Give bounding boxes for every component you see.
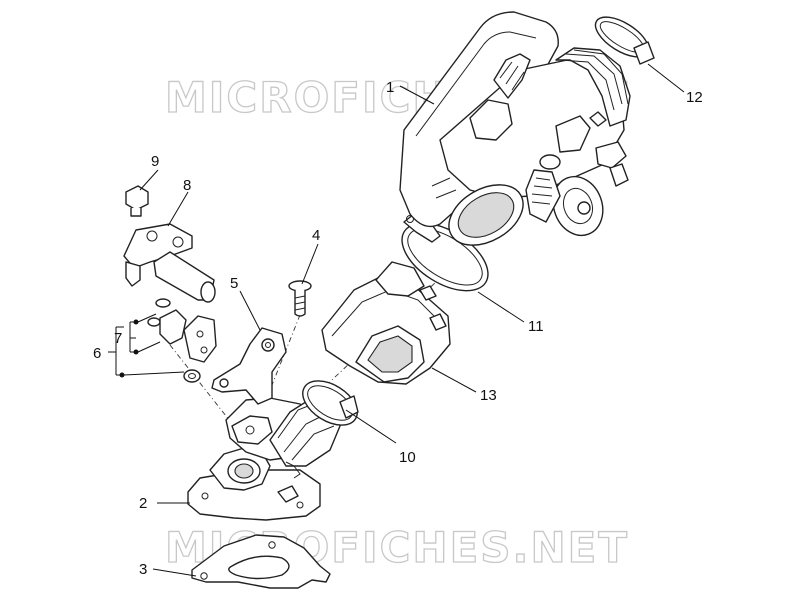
part-bolt	[288, 280, 312, 317]
callout-12: 12	[686, 89, 703, 106]
part-gasket	[191, 534, 331, 589]
callout-6: 6	[93, 345, 101, 362]
part-bracket	[211, 327, 287, 405]
assembly-axis-bolt	[257, 314, 301, 421]
callout-2: 2	[139, 495, 147, 512]
part-clamp-small	[594, 16, 655, 65]
callout-13: 13	[480, 387, 497, 404]
part-sensor	[123, 223, 216, 303]
part-throttle-body	[399, 11, 631, 246]
callout-3: 3	[139, 561, 147, 578]
leader-lines	[108, 63, 685, 577]
callout-4: 4	[312, 227, 320, 244]
callout-7: 7	[114, 330, 122, 347]
part-screw	[125, 185, 149, 217]
callout-10: 10	[399, 449, 416, 466]
callout-8: 8	[183, 177, 191, 194]
part-adapter	[321, 261, 451, 385]
callout-11: 11	[528, 318, 544, 335]
callout-9: 9	[151, 153, 159, 170]
part-clamp-lower	[302, 380, 359, 426]
callout-5: 5	[230, 275, 238, 292]
part-fitting	[147, 298, 217, 383]
callout-1: 1	[386, 79, 394, 96]
part-intake-manifold	[187, 397, 341, 521]
